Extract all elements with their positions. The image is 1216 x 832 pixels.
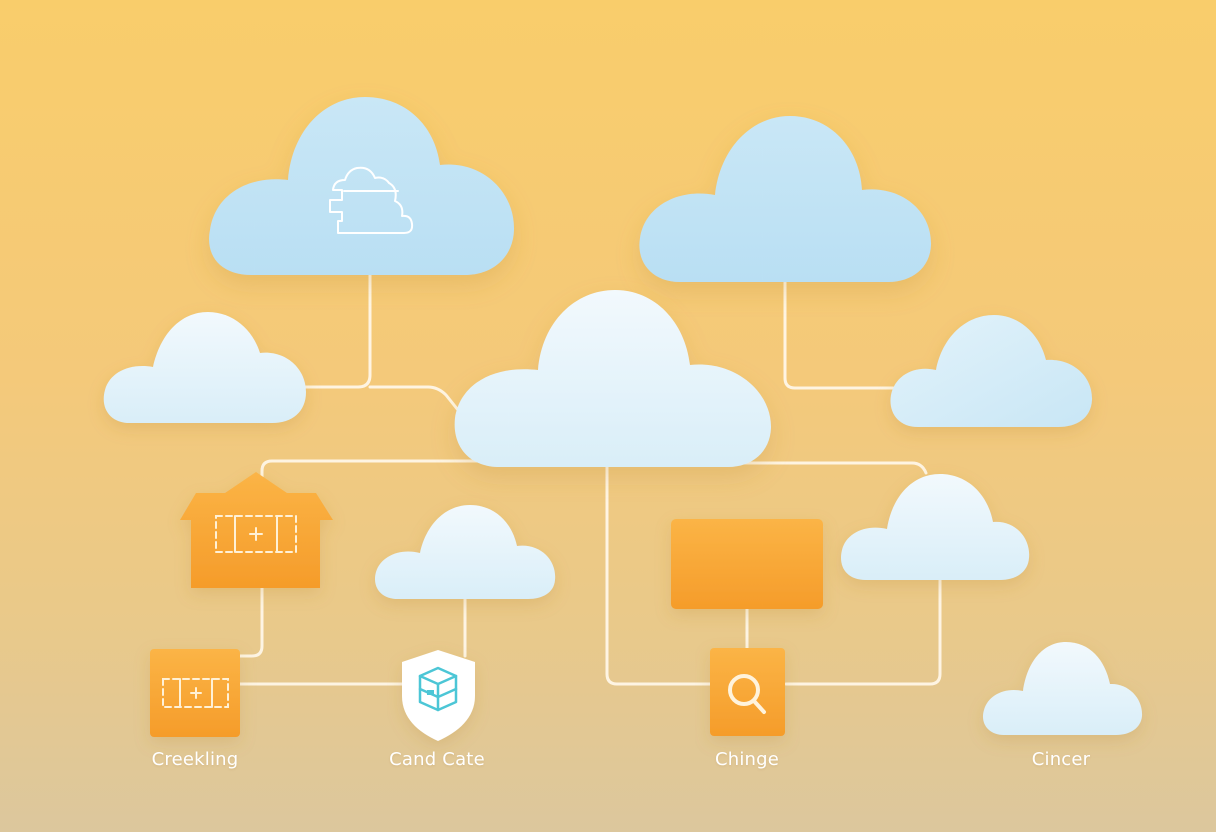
connector-center-right-branch (738, 461, 928, 475)
connector-lines (238, 270, 942, 686)
node-label-chinge: Chinge (714, 749, 780, 770)
node-label-cincer: Cincer (1031, 749, 1091, 770)
cloud-top-right (639, 116, 932, 282)
server-icon (418, 666, 458, 712)
node-label-creekling: Creekling (151, 749, 239, 770)
orange-rectangle-node (671, 519, 823, 609)
connector-house-down (238, 586, 264, 658)
cloud-right-lower (841, 474, 1030, 580)
cloud-center (454, 290, 772, 467)
cloud-mid-left (103, 312, 306, 423)
cloud-icon (329, 166, 414, 234)
cloud-mid-right (890, 315, 1093, 427)
cloud-small-middle (374, 505, 556, 599)
connector-top-left-cloud (298, 270, 372, 389)
connector-top-right-cloud (783, 278, 895, 390)
frame-plus-icon (215, 515, 297, 553)
connector-center-down (605, 464, 714, 686)
cloud-bottom-right (982, 642, 1143, 735)
cloud-top-left (209, 97, 515, 275)
connector-mid-left-to-center (368, 385, 460, 412)
node-label-cand-cate: Cand Cate (389, 749, 485, 770)
connector-right-cloud-down (784, 576, 942, 686)
connector-center-left-branch (260, 459, 480, 490)
search-icon (728, 674, 766, 714)
frame-plus-icon (162, 678, 229, 708)
search-node (710, 648, 785, 736)
